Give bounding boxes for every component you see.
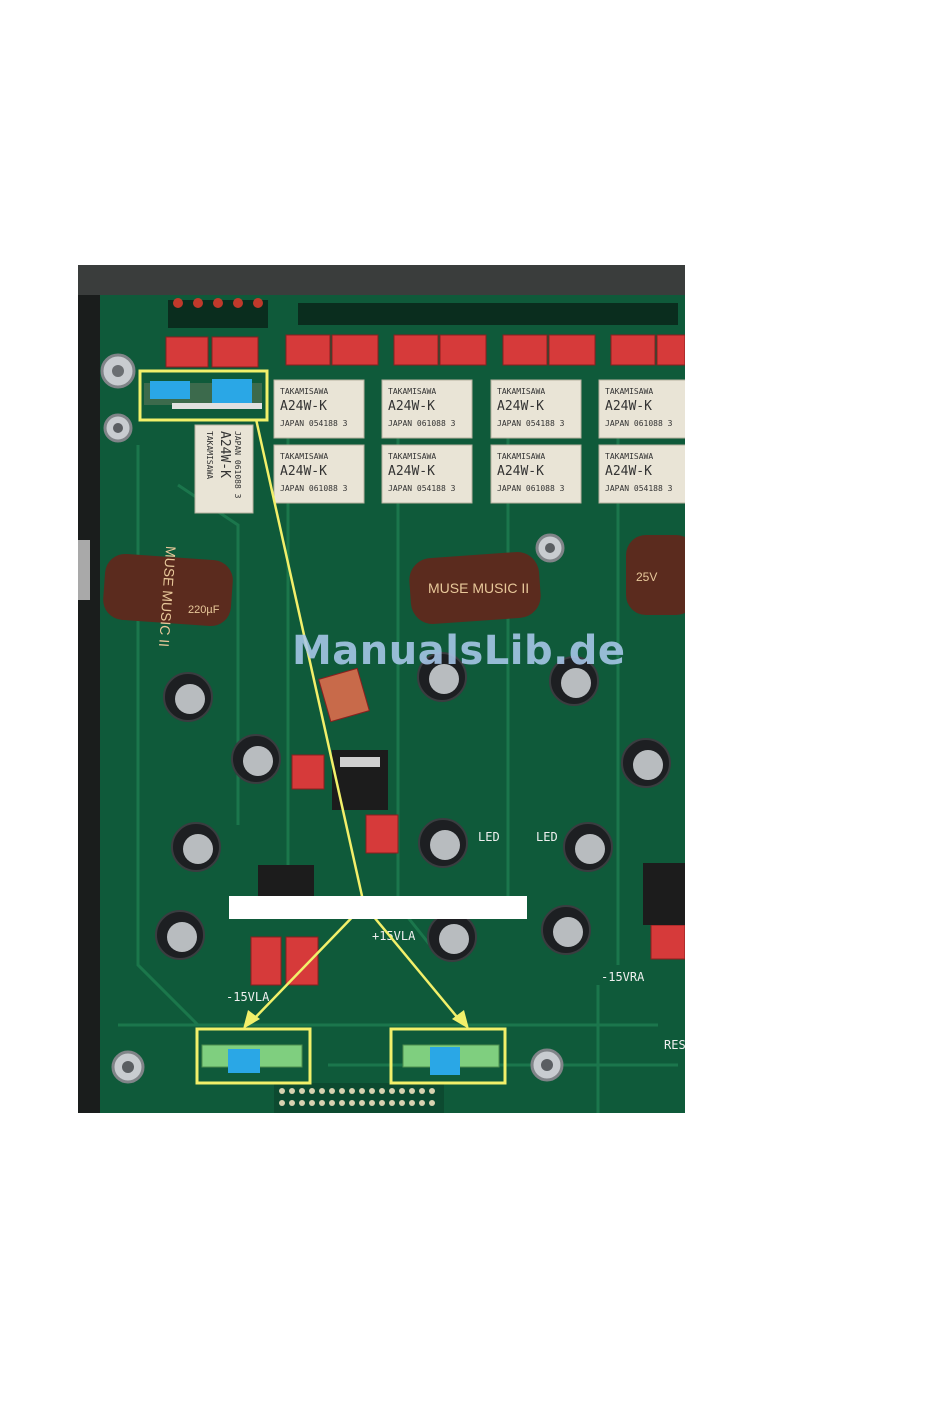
watermark: ManualsLib.de xyxy=(292,628,626,674)
relay-label: TAKAMISAWA xyxy=(605,452,653,461)
highlight-box-bottom-left xyxy=(195,1027,312,1085)
relay-label: A24W-K xyxy=(388,399,435,414)
film-capacitors-top xyxy=(165,334,685,368)
relay-label: JAPAN 061088 3 xyxy=(497,484,565,493)
relay-label: TAKAMISAWA xyxy=(280,452,328,461)
relay-label: TAKAMISAWA xyxy=(605,387,653,396)
relay-label: TAKAMISAWA xyxy=(205,431,214,479)
label-neg-15vra: -15VRA xyxy=(601,970,645,984)
relay: TAKAMISAWA A24W-K JAPAN 054188 3 xyxy=(598,444,685,504)
film-capacitors-mid xyxy=(250,667,685,986)
relay-label: A24W-K xyxy=(388,464,435,479)
relay-label: A24W-K xyxy=(605,464,652,479)
small-capacitor xyxy=(563,822,613,872)
arrow-line xyxy=(249,904,365,1024)
label-led: LED xyxy=(536,830,558,844)
small-capacitor xyxy=(155,910,205,960)
label-pos-15vla: +15VLA xyxy=(372,929,416,943)
relay: TAKAMISAWA A24W-K JAPAN 061088 3 xyxy=(381,379,473,439)
relay-label: A24W-K xyxy=(280,399,327,414)
small-capacitor xyxy=(541,905,591,955)
mounting-screws xyxy=(100,353,565,1084)
pin-header-top-left xyxy=(144,379,262,409)
small-capacitor xyxy=(427,912,477,962)
label-neg-15vla: -15VLA xyxy=(226,990,270,1004)
relay-label: JAPAN 054188 3 xyxy=(497,419,565,428)
highlight-annotations xyxy=(138,369,507,1085)
relay-label: TAKAMISAWA xyxy=(388,387,436,396)
redaction-bar xyxy=(229,896,527,919)
arrow-heads xyxy=(243,1010,469,1029)
relay-label: A24W-K xyxy=(497,464,544,479)
relay-label: A24W-K xyxy=(605,399,652,414)
electrolytic-capacitors-small xyxy=(155,652,671,962)
relay-label: TAKAMISAWA xyxy=(280,387,328,396)
arrow-line xyxy=(254,418,366,906)
relay-label: A24W-K xyxy=(497,399,544,414)
relay-label: JAPAN 054188 3 xyxy=(605,484,673,493)
relay-label: JAPAN 061088 3 xyxy=(388,419,456,428)
relay: TAKAMISAWA A24W-K JAPAN 061088 3 xyxy=(598,379,685,439)
capacitor-label: MUSE MUSIC II xyxy=(428,580,529,596)
small-capacitor xyxy=(549,656,599,706)
relay-label: JAPAN 061088 3 xyxy=(605,419,673,428)
side-connector xyxy=(78,540,90,600)
arrow-line xyxy=(363,904,463,1024)
relay: TAKAMISAWA A24W-K JAPAN 054188 3 xyxy=(490,379,582,439)
relay-label: A24W-K xyxy=(280,464,327,479)
capacitor-label: 220µF xyxy=(188,604,220,616)
capacitor-label: 25V xyxy=(636,570,657,584)
small-capacitor xyxy=(418,818,468,868)
relay-label: JAPAN 054188 3 xyxy=(280,419,348,428)
label-led: LED xyxy=(478,830,500,844)
small-capacitor xyxy=(621,738,671,788)
capacitor-label: MUSE MUSIC II xyxy=(156,546,179,648)
electrolytic-capacitors-large: MUSE MUSIC II MUSE MUSIC II 25V 220µF xyxy=(103,535,685,648)
top-connectors xyxy=(168,298,678,328)
relay: TAKAMISAWA A24W-K JAPAN 061088 3 xyxy=(490,444,582,504)
relay-label: A24W-K xyxy=(217,431,232,478)
relay-label: TAKAMISAWA xyxy=(497,452,545,461)
highlight-box-bottom-right xyxy=(389,1027,507,1085)
pin-headers-bottom xyxy=(201,1044,500,1075)
relay-label: JAPAN 061088 3 xyxy=(280,484,348,493)
highlight-box-top-left xyxy=(138,369,269,422)
relay-label: TAKAMISAWA xyxy=(388,452,436,461)
relay: TAKAMISAWA A24W-K JAPAN 054188 3 xyxy=(273,379,365,439)
perfboard-area xyxy=(274,1083,444,1113)
relay: TAKAMISAWA A24W-K JAPAN 061088 3 xyxy=(273,444,365,504)
relay-label: JAPAN 054188 3 xyxy=(388,484,456,493)
small-capacitor xyxy=(417,652,467,702)
relay-label: JAPAN 061088 3 xyxy=(233,431,242,499)
small-capacitor xyxy=(231,734,281,784)
label-res: RES xyxy=(664,1038,685,1052)
relay: TAKAMISAWA A24W-K JAPAN 054188 3 xyxy=(381,444,473,504)
small-capacitor xyxy=(171,822,221,872)
relay-label: TAKAMISAWA xyxy=(497,387,545,396)
small-capacitor xyxy=(163,672,213,722)
